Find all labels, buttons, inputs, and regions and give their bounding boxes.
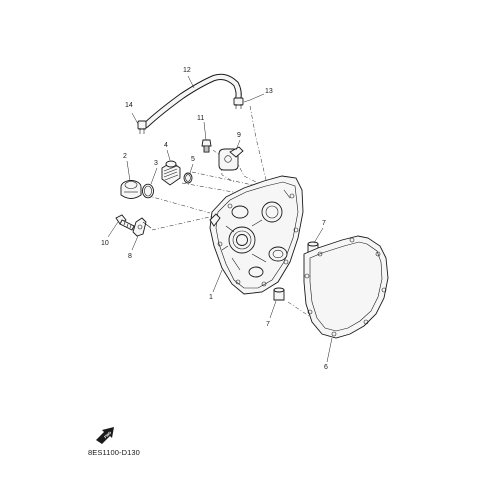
callout-8: 8 [128,253,132,260]
oil-filler-plug [120,180,142,199]
callout-6: 6 [324,364,328,371]
cover-gasket [303,235,389,339]
callout-10: 10 [101,240,109,247]
callout-labels: 1 2 3 4 5 6 7 7 8 9 10 11 12 13 14 [101,67,328,371]
callout-7-lower: 7 [266,321,270,328]
crankcase-cover [209,175,304,295]
callout-12: 12 [183,67,191,74]
callout-5: 5 [191,156,195,163]
hose-guide-bracket [132,217,152,237]
callout-9: 9 [237,132,241,139]
front-direction-arrow-icon: FWD [96,427,114,444]
diagram-code: 8ES1100-D130 [88,448,140,457]
callout-1: 1 [209,294,213,301]
callout-14: 14 [125,102,133,109]
callout-13: 13 [265,88,273,95]
o-ring-large [142,183,154,199]
callout-4: 4 [164,142,168,149]
callout-7-upper: 7 [322,220,326,227]
dowel-pin-lower [273,287,285,301]
breather-hose [142,73,242,129]
bolt-lower [115,214,135,231]
breather-fitting [218,146,244,171]
callout-3: 3 [154,160,158,167]
bolt-upper [201,139,212,153]
leader-lines [107,75,333,363]
o-ring-small [183,172,193,184]
threaded-plug [161,160,181,186]
hose-clip-left [137,120,147,134]
callout-2: 2 [123,153,127,160]
hose-clip-right [233,97,244,109]
callout-11: 11 [197,115,204,122]
front-badge-text: FWD [104,430,113,439]
